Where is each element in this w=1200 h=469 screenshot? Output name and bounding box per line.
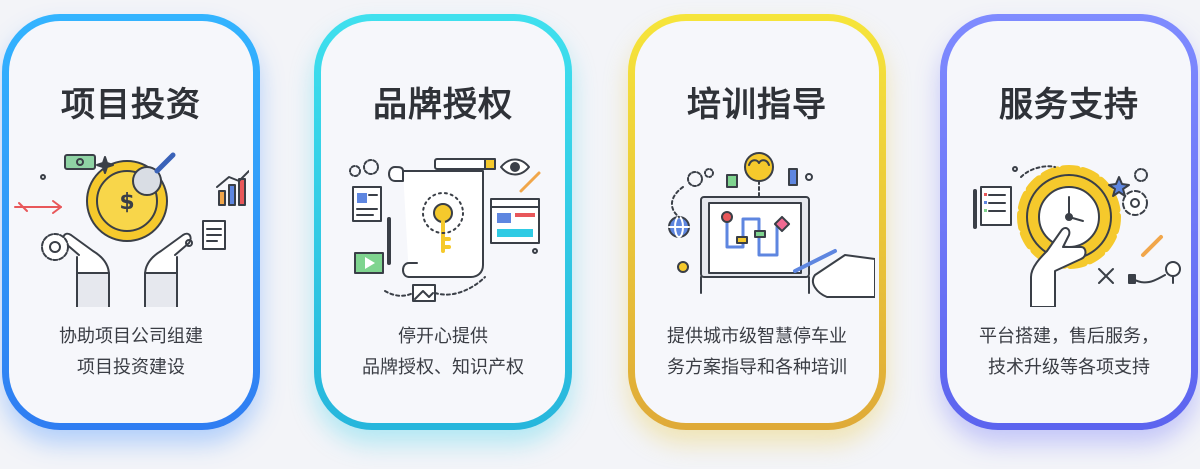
card-inner: 项目投资 $ bbox=[9, 21, 253, 423]
desc-line-1: 停开心提供 bbox=[398, 326, 488, 346]
card-project-investment[interactable]: 项目投资 $ bbox=[2, 14, 260, 430]
card-inner: 品牌授权 bbox=[321, 21, 565, 423]
card-description: 提供城市级智慧停车业 务方案指导和各种培训 bbox=[635, 321, 879, 383]
card-service-support[interactable]: 服务支持 bbox=[940, 14, 1198, 430]
card-description: 协助项目公司组建 项目投资建设 bbox=[9, 321, 253, 383]
desc-line-2: 务方案指导和各种培训 bbox=[667, 357, 847, 377]
desc-line-2: 项目投资建设 bbox=[77, 357, 185, 377]
desc-line-2: 技术升级等各项支持 bbox=[988, 357, 1150, 377]
training-illustration bbox=[668, 152, 875, 298]
brand-license-illustration bbox=[349, 158, 541, 302]
desc-line-1: 协助项目公司组建 bbox=[59, 326, 203, 346]
card-title: 服务支持 bbox=[999, 86, 1139, 124]
investment-illustration: $ bbox=[14, 152, 249, 307]
card-training-guidance[interactable]: 培训指导 bbox=[628, 14, 886, 430]
card-title: 品牌授权 bbox=[373, 86, 513, 124]
card-description: 平台搭建，售后服务， 技术升级等各项支持 bbox=[947, 321, 1191, 383]
svg-text:$: $ bbox=[119, 190, 134, 215]
desc-line-1: 提供城市级智慧停车业 bbox=[667, 326, 847, 346]
card-description: 停开心提供 品牌授权、知识产权 bbox=[321, 321, 565, 383]
service-support-illustration bbox=[973, 165, 1181, 307]
card-inner: 培训指导 bbox=[635, 21, 879, 423]
desc-line-2: 品牌授权、知识产权 bbox=[362, 357, 524, 377]
card-brand-license[interactable]: 品牌授权 bbox=[314, 14, 572, 430]
card-title: 培训指导 bbox=[687, 86, 827, 124]
desc-line-1: 平台搭建，售后服务， bbox=[979, 326, 1159, 346]
card-inner: 服务支持 bbox=[947, 21, 1191, 423]
card-title: 项目投资 bbox=[61, 86, 201, 124]
